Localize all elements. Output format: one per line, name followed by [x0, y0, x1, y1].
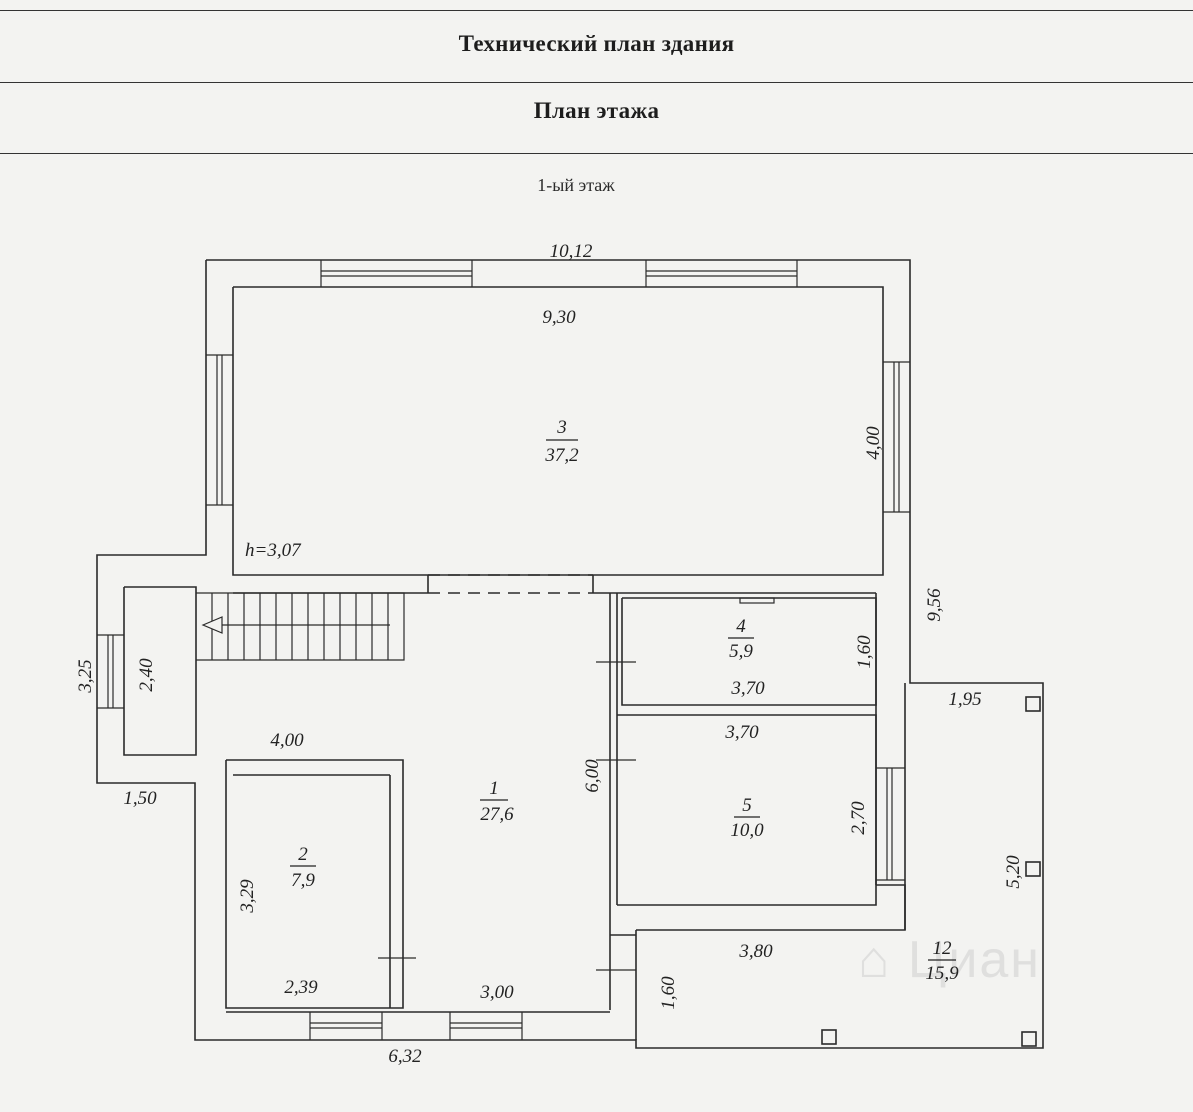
room4-number: 4 — [736, 616, 746, 637]
document-title: Технический план здания — [458, 31, 735, 56]
dim-room1-depth: 6,00 — [582, 759, 603, 793]
room1-number: 1 — [489, 778, 499, 799]
room1-area: 27,6 — [480, 804, 514, 825]
dim-terrace-width: 3,80 — [738, 941, 773, 962]
header-mid-rule — [0, 82, 1193, 83]
dim-room2-depth: 3,29 — [237, 879, 258, 914]
room2-number: 2 — [298, 844, 308, 865]
room3-area: 37,2 — [544, 445, 579, 466]
room12-number: 12 — [933, 938, 953, 959]
dim-room4-width: 3,70 — [730, 678, 765, 699]
window-top-right — [645, 260, 798, 287]
window-right-room3 — [883, 361, 910, 513]
dim-terrace-small: 1,60 — [658, 976, 679, 1010]
dim-terrace-right: 5,20 — [1003, 855, 1024, 889]
dim-right-total: 9,56 — [924, 588, 945, 622]
window-left-room3 — [206, 354, 233, 506]
plan-subtitle: План этажа — [533, 98, 660, 123]
room5-wall — [617, 714, 877, 906]
dim-bottom-outer: 6,32 — [388, 1046, 422, 1067]
dim-room4-depth: 1,60 — [854, 635, 875, 669]
header-top-rule — [0, 10, 1193, 11]
window-bottom-left — [309, 1012, 383, 1040]
room12-area: 15,9 — [925, 963, 959, 984]
dim-room5-depth: 2,70 — [848, 801, 869, 835]
staircase — [196, 592, 405, 661]
room5-area: 10,0 — [730, 820, 764, 841]
window-bottom-right — [449, 1012, 523, 1040]
dim-top-outer: 10,12 — [550, 241, 593, 262]
header-bottom-rule — [0, 153, 1193, 154]
ceiling-height: h=3,07 — [245, 540, 302, 561]
dim-porch-height: 3,25 — [75, 659, 96, 693]
room4-wall — [621, 597, 877, 706]
room3-inner-wall — [232, 286, 884, 576]
room3-number: 3 — [556, 417, 567, 438]
room2-area: 7,9 — [291, 870, 315, 891]
porch-inner-wall — [123, 586, 197, 756]
dim-terrace-top: 1,95 — [948, 689, 981, 710]
dim-room3-width: 9,30 — [542, 307, 576, 328]
room4-area: 5,9 — [729, 641, 753, 662]
dim-room2-width: 2,39 — [284, 977, 318, 998]
dim-room1-width: 3,00 — [479, 982, 514, 1003]
terrace-wall — [636, 884, 906, 931]
room5-number: 5 — [742, 795, 752, 816]
floor-label: 1-ый этаж — [537, 175, 615, 195]
room2-wall — [225, 759, 404, 1009]
window-room5 — [876, 767, 905, 881]
room-labels — [290, 439, 956, 961]
dim-porch-width: 1,50 — [123, 788, 157, 809]
dim-hall-width: 4,00 — [270, 730, 304, 751]
dim-room3-depth: 4,00 — [863, 426, 884, 460]
window-top-left — [320, 260, 473, 287]
dim-room5-width: 3,70 — [724, 722, 759, 743]
window-porch — [97, 634, 124, 709]
dim-porch-inner: 2,40 — [136, 658, 157, 692]
